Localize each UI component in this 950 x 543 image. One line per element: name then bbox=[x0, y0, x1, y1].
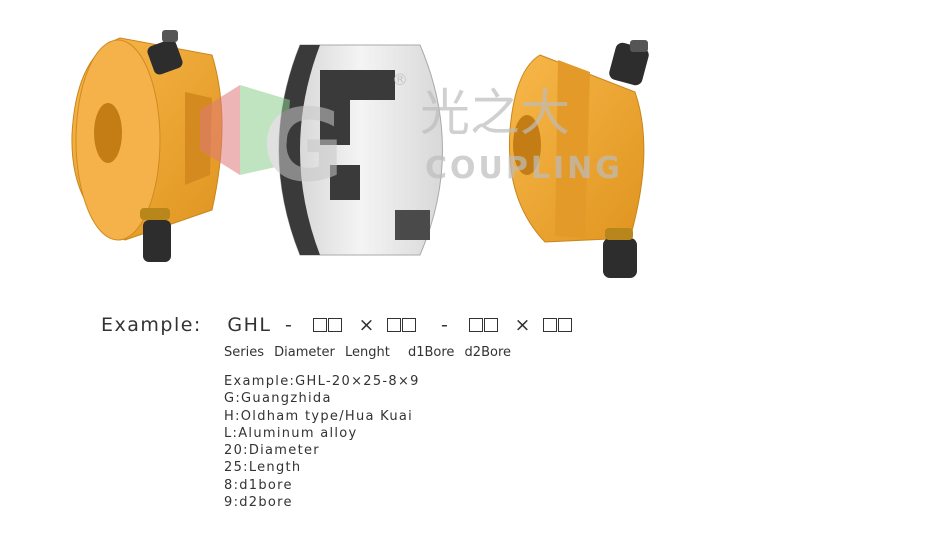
code-dash-1: - bbox=[285, 313, 294, 336]
d1bore-placeholder bbox=[468, 314, 499, 336]
detail-example: Example:GHL-20×25-8×9 bbox=[224, 374, 420, 389]
legend-d2bore: d2Bore bbox=[464, 345, 511, 360]
detail-l: L:Aluminum alloy bbox=[224, 425, 358, 441]
times-sign-2: × bbox=[514, 313, 532, 336]
legend-length: Lenght bbox=[344, 345, 390, 360]
detail-d1bore: 8:d1bore bbox=[224, 477, 293, 493]
left-hub bbox=[71, 37, 223, 241]
detail-length: 25:Length bbox=[224, 460, 302, 476]
legend-diameter: Diameter bbox=[274, 345, 335, 360]
watermark-registered: ® bbox=[392, 70, 408, 89]
detail-g: G:Guangzhida bbox=[224, 391, 332, 407]
left-bottom-screw bbox=[140, 208, 171, 262]
left-top-screw bbox=[147, 30, 183, 75]
detail-diameter: 20:Diameter bbox=[224, 443, 320, 459]
watermark-english: COUPLING bbox=[425, 151, 623, 186]
watermark-mark: G bbox=[262, 87, 344, 204]
right-bottom-screw bbox=[603, 228, 637, 278]
legend-d1bore: d1Bore bbox=[407, 345, 455, 360]
series-code: GHL bbox=[227, 313, 272, 336]
legend-series: Series bbox=[224, 345, 264, 360]
coupling-illustration: G 光之大 ® COUPLING bbox=[71, 30, 649, 278]
detail-h: H:Oldham type/Hua Kuai bbox=[224, 408, 414, 424]
code-explanation-list: Example:GHL-20×25-8×9 G:Guangzhida H:Old… bbox=[224, 373, 420, 511]
detail-d2bore: 9:d2bore bbox=[224, 495, 293, 511]
right-top-screw bbox=[609, 40, 649, 86]
length-placeholder bbox=[387, 314, 417, 336]
code-legend: Series Diameter Lenght d1Bore d2Bore bbox=[224, 345, 517, 360]
watermark-chinese: 光之大 bbox=[420, 84, 570, 142]
watermark-logo: G bbox=[200, 85, 344, 204]
elastomer-insert bbox=[278, 44, 443, 256]
right-hub bbox=[508, 54, 645, 243]
diameter-placeholder bbox=[312, 314, 343, 336]
d2bore-placeholder bbox=[543, 314, 573, 336]
model-code-line: Example: GHL - × - × bbox=[101, 313, 573, 336]
example-label: Example: bbox=[101, 313, 202, 336]
times-sign-1: × bbox=[358, 313, 376, 336]
code-dash-2: - bbox=[441, 313, 450, 336]
